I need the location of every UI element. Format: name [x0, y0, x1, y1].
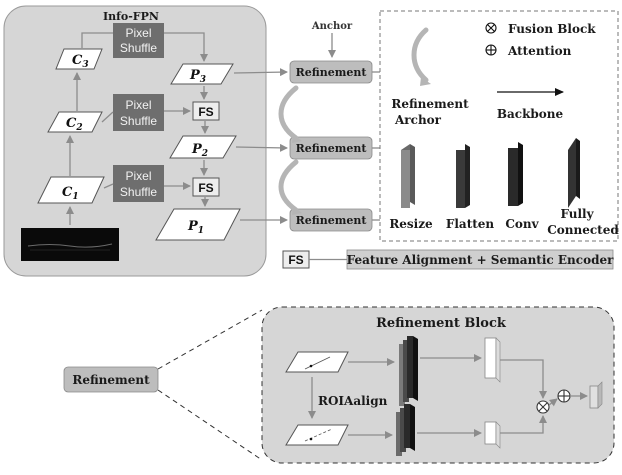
fusion-block-icon [485, 22, 497, 34]
refinement-input-bottom [285, 424, 349, 446]
legend-refinement-archor-line2: Archor [394, 113, 442, 127]
info-fpn-title: Info-FPN [103, 10, 159, 23]
fc-box-top [484, 337, 501, 383]
svg-text:Refinement: Refinement [296, 214, 368, 227]
attention-node [557, 389, 571, 403]
info-fpn-arrows [66, 32, 209, 225]
zoom-dashed-lines [157, 309, 263, 461]
legend-fully-connected-line1: Fully [560, 207, 594, 221]
output-box [589, 381, 603, 409]
p1-plane: P1 [155, 208, 241, 241]
svg-text:Feature Alignment + Semantic E: Feature Alignment + Semantic Encoder [347, 253, 615, 267]
svg-text:P2: P2 [191, 142, 208, 159]
fs-box-middle: FS [192, 101, 220, 121]
legend-fully-connected-line2: Connected [547, 223, 619, 237]
fc-box-bottom [484, 421, 501, 449]
refinement-archor-legend-arrowhead [420, 77, 431, 86]
anchor-label: Anchor [311, 21, 353, 32]
svg-text:C1: C1 [62, 185, 79, 202]
svg-text:P3: P3 [189, 68, 206, 85]
legend-flatten: Flatten [446, 217, 495, 231]
refinement-input-top [285, 351, 349, 373]
svg-text:C3: C3 [72, 53, 89, 70]
c1-plane: C1 [37, 176, 105, 204]
svg-text:Pixel: Pixel [125, 98, 151, 112]
refinement-block-arrows [348, 354, 588, 439]
c3-plane: C3 [55, 48, 103, 70]
fully-connected-icon [568, 138, 580, 208]
svg-text:Shuffle: Shuffle [120, 185, 157, 199]
fs-box-bottom: FS [192, 177, 220, 197]
resize-icon [401, 144, 415, 208]
refinement-block-panel [261, 306, 615, 464]
attention-icon [485, 44, 497, 56]
svg-text:Refinement: Refinement [72, 373, 150, 387]
pixel-shuffle-bottom: Pixel Shuffle [113, 165, 164, 202]
refinement-block-title: Refinement Block [376, 316, 507, 331]
svg-text:Shuffle: Shuffle [120, 114, 157, 128]
legend-panel [379, 10, 619, 242]
conv-stack-bottom [396, 404, 415, 456]
svg-text:FS: FS [288, 253, 303, 267]
refinement-anchor-arrowheads [292, 134, 302, 215]
refinement-arrows [233, 68, 380, 224]
legend-resize: Resize [389, 217, 433, 231]
conv-icon [508, 142, 523, 206]
input-image [21, 228, 119, 261]
conv-stack-top [399, 336, 418, 406]
roialign-label: ROIAalign [318, 394, 388, 408]
svg-text:FS: FS [198, 105, 213, 119]
svg-text:Pixel: Pixel [125, 169, 151, 183]
svg-text:FS: FS [198, 181, 213, 195]
svg-text:Refinement: Refinement [296, 142, 368, 155]
refinement-anchor-curves [278, 85, 299, 213]
refinement-box-p1: Refinement [289, 208, 373, 232]
legend-backbone: Backbone [497, 107, 564, 121]
fs-legend: FS Feature Alignment + Semantic Encoder [282, 249, 615, 270]
legend-attention: Attention [507, 44, 572, 58]
pixel-shuffle-middle: Pixel Shuffle [113, 94, 164, 131]
legend-conv: Conv [505, 217, 539, 231]
refinement-box-p2: Refinement [289, 136, 373, 160]
p2-plane: P2 [169, 135, 237, 159]
flatten-icon [456, 144, 470, 208]
svg-text:Shuffle: Shuffle [120, 41, 157, 55]
svg-text:Pixel: Pixel [125, 26, 151, 40]
p3-plane: P3 [170, 63, 234, 85]
svg-text:Refinement: Refinement [296, 66, 368, 79]
refinement-archor-legend-icon [411, 27, 429, 83]
legend-refinement-archor-line1: Refinement [391, 97, 469, 111]
legend-fusion-block: Fusion Block [508, 22, 596, 36]
svg-text:C2: C2 [66, 116, 83, 133]
c2-plane: C2 [47, 111, 103, 133]
svg-text:P1: P1 [187, 219, 204, 236]
refinement-block-left-box: Refinement [63, 366, 159, 393]
pixel-shuffle-top: Pixel Shuffle [113, 23, 164, 58]
fusion-block-node [536, 400, 550, 414]
refinement-box-p3: Refinement [289, 60, 373, 84]
